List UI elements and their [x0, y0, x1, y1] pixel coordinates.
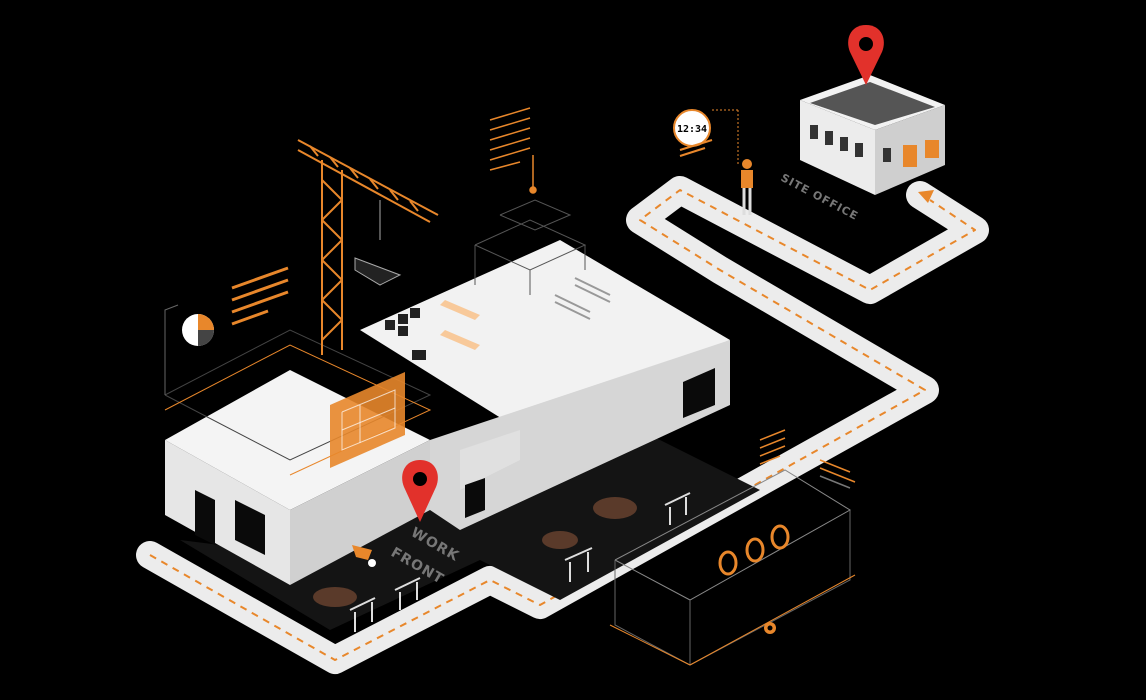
- clock-widget: [673, 109, 739, 165]
- doorway: [195, 490, 215, 545]
- office-door: [903, 145, 917, 167]
- pipe-stack: [554, 277, 611, 320]
- site-road: [136, 176, 989, 674]
- clock-time: 12:34: [677, 124, 707, 135]
- material-pile: [385, 308, 426, 360]
- wheelbarrow: [352, 545, 376, 567]
- worker: [741, 159, 753, 215]
- site-office-building: [800, 75, 945, 195]
- main-building: [164, 199, 730, 585]
- blueprint-panel: [330, 372, 405, 468]
- pie-chart-widget: [164, 266, 289, 395]
- pipe-trench: [609, 469, 856, 666]
- doorway: [235, 500, 265, 555]
- window-opening: [683, 368, 715, 418]
- tower-crane: [297, 139, 439, 355]
- site-office-pin[interactable]: [848, 25, 884, 85]
- info-panel-top: [489, 107, 537, 194]
- road-arrow-icon: [918, 190, 934, 203]
- doorway: [465, 478, 485, 518]
- gear-icon: [764, 622, 776, 634]
- work-front-pin[interactable]: [402, 460, 438, 522]
- dirt-piles: [313, 497, 637, 607]
- location-pin-icon: [413, 472, 427, 486]
- info-panel-right: [759, 429, 856, 489]
- location-pin-icon: [859, 37, 873, 51]
- site-barriers: [349, 492, 691, 632]
